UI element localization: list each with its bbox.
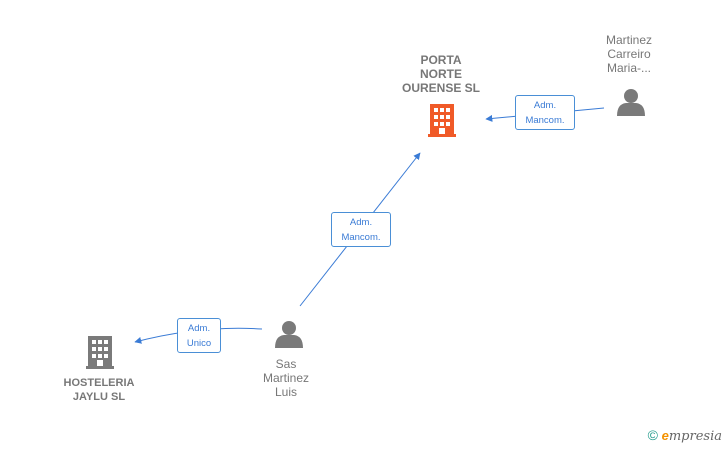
edge-label-sas-porta: Adm. Mancom. [331,212,391,247]
brand-logo-e: e [661,428,669,443]
edge-label-martinez-porta: Adm. Mancom. [515,95,575,130]
building-icon-porta[interactable] [428,104,456,137]
building-icon-hosteleria[interactable] [86,336,114,369]
node-label-sas[interactable]: Sas Martinez Luis [262,357,309,399]
brand-name: mpresia [668,429,722,444]
edge-label-sas-hosteleria: Adm. Unico [177,318,221,353]
node-label-porta[interactable]: PORTA NORTE OURENSE SL [401,53,480,95]
person-icon-sas[interactable] [275,321,303,348]
copyright-icon: © [647,427,658,443]
person-icon-martinez[interactable] [617,89,645,116]
brand-footer: © empresia [648,427,722,444]
node-label-hosteleria[interactable]: HOSTELERIA JAYLU SL [63,377,135,403]
node-label-martinez[interactable]: Martinez Carreiro Maria-... [605,33,652,75]
